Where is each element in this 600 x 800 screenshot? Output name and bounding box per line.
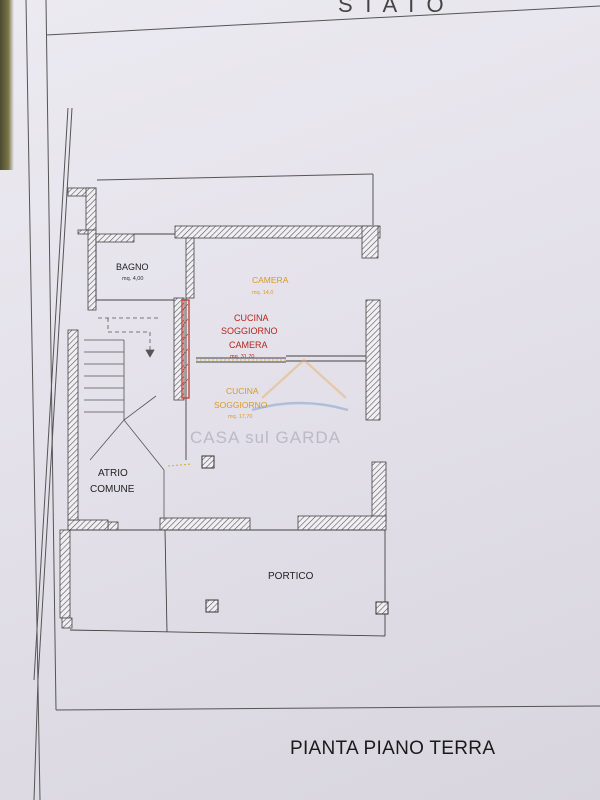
watermark-text: CASA sul GARDA bbox=[190, 428, 341, 447]
room-bagno-area: mq. 4,00 bbox=[122, 276, 144, 282]
cucina-new-area: mq. 31,70 bbox=[230, 354, 255, 360]
cucina-old-line2: SOGGIORNO bbox=[214, 400, 268, 410]
walls bbox=[59, 187, 387, 629]
portico-label: PORTICO bbox=[268, 571, 314, 582]
atrio-line1: ATRIO bbox=[98, 468, 128, 479]
room-outlines bbox=[69, 233, 386, 637]
new-wall-red bbox=[181, 299, 190, 399]
cucina-new-line1: CUCINA bbox=[234, 313, 269, 323]
table-edge bbox=[0, 0, 14, 170]
staircase bbox=[84, 317, 165, 520]
room-camera-area: mq. 14,0 bbox=[252, 290, 274, 296]
cucina-new-line3: CAMERA bbox=[229, 340, 268, 350]
cucina-new-line2: SOGGIORNO bbox=[221, 326, 278, 336]
room-bagno-label: BAGNO bbox=[116, 262, 149, 272]
header-text: STATO bbox=[338, 0, 453, 17]
pillars bbox=[201, 455, 389, 615]
sheet-border bbox=[25, 0, 600, 800]
drawing-title: PIANTA PIANO TERRA bbox=[290, 738, 496, 759]
cucina-old-line1: CUCINA bbox=[226, 386, 259, 396]
atrio-line2: COMUNE bbox=[90, 484, 135, 495]
site-boundary bbox=[33, 107, 374, 800]
room-camera-label: CAMERA bbox=[252, 275, 289, 285]
watermark-logo bbox=[251, 358, 349, 412]
demolition-marks bbox=[167, 359, 286, 467]
cucina-old-area: mq. 17,70 bbox=[228, 414, 253, 420]
